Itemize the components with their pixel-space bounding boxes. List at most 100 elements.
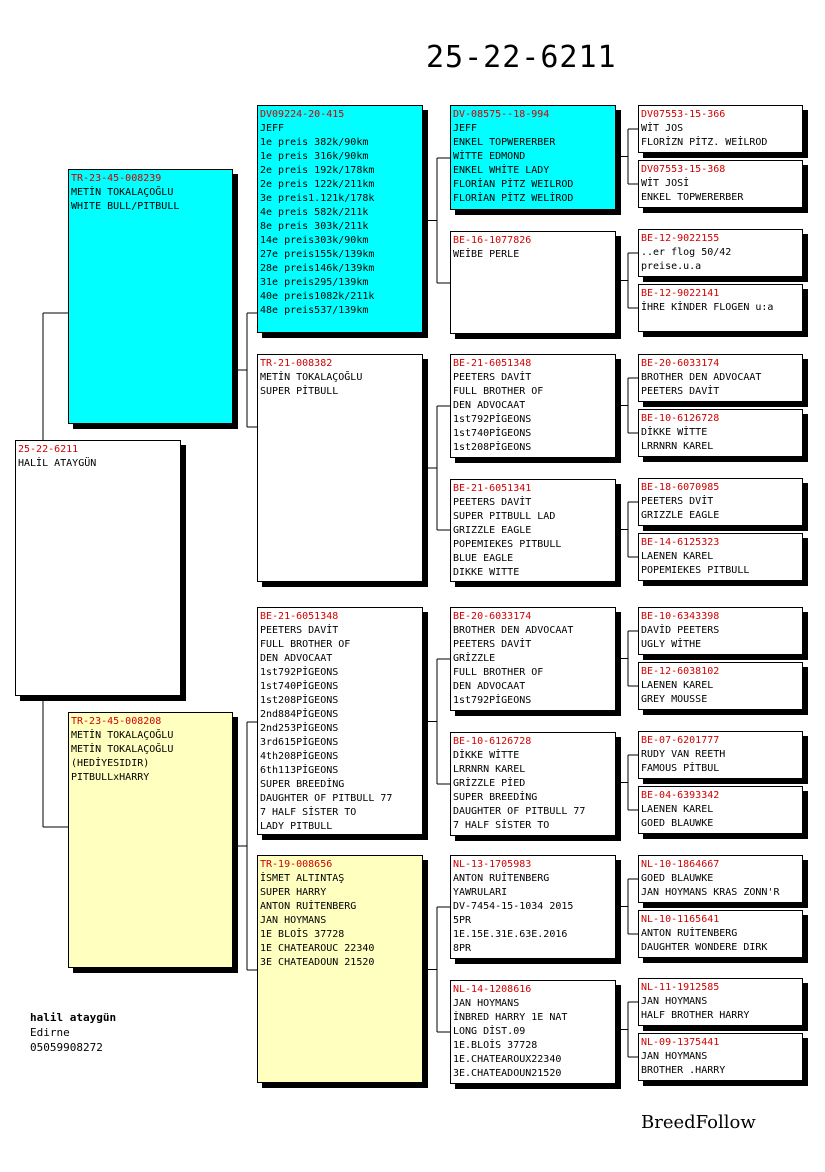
box-text-line: PEETERS DAVİT	[453, 639, 532, 650]
box-text-line: METİN TOKALAÇOĞLU	[71, 730, 174, 741]
ring-number: TR-21-008382	[260, 358, 333, 369]
box-text-line: FAMOUS PİTBUL	[641, 763, 720, 774]
ring-number: NL-14-1208616	[453, 984, 532, 995]
box-text-line: RUDY VAN REETH	[641, 749, 726, 760]
box-text-line: 1E.CHATEAROUX22340	[453, 1054, 562, 1065]
box-text-line: 1st792PİGEONS	[260, 667, 339, 678]
box-text-line: POPEMIEKES PITBULL	[453, 539, 562, 550]
box-text-line: LAENEN KAREL	[641, 804, 714, 815]
box-text-line: LRRNRN KAREL	[641, 441, 714, 452]
box-text-line: DAUGHTER OF PITBULL 77	[260, 793, 393, 804]
box-text-line: WEİBE PERLE	[453, 249, 520, 260]
box-text-line: 1st740PİGEONS	[260, 681, 339, 692]
ring-number: TR-19-008656	[260, 859, 333, 870]
box-text-line: ENKEL TOPWERERBER	[641, 192, 744, 203]
box-text-line: İHRE KİNDER FLOGEN u:a	[641, 302, 774, 313]
box-text-line: PEETERS DAVİT	[453, 372, 532, 383]
box-text-line: 3e preis1.121k/178k	[260, 193, 375, 204]
box-text-line: 8e preis 303k/211k	[260, 221, 369, 232]
box-text-line: FLORİAN PİTZ WELİROD	[453, 193, 574, 204]
ring-number: BE-10-6126728	[453, 736, 532, 747]
box-text-line: JAN HOYMANS	[641, 1051, 708, 1062]
ring-number: BE-12-9022141	[641, 288, 720, 299]
box-text-line: 1st208PİGEONS	[260, 695, 339, 706]
ring-number: BE-21-6051348	[453, 358, 532, 369]
pedigree-title: 25-22-6211	[426, 40, 617, 75]
box-text-line: 1E CHATEAROUC 22340	[260, 943, 375, 954]
box-text-line: 5PR	[453, 915, 472, 926]
ring-number: DV-08575--18-994	[453, 109, 550, 120]
brand-logo: BreedFollow	[641, 1112, 756, 1133]
box-text-line: SUPER BREEDİNG	[453, 792, 538, 803]
box-text-line: JAN HOYMANS	[453, 998, 520, 1009]
box-text-line: SUPER HARRY	[260, 887, 327, 898]
box-text-line: WİTTE EDMOND	[453, 151, 526, 162]
box-text-line: GRİZZLE	[453, 653, 496, 664]
box-text-line: HALİL ATAYGÜN	[18, 458, 97, 469]
box-text-line: FULL BROTHER OF	[453, 667, 544, 678]
box-text-line: PEETERS DVİT	[641, 496, 714, 507]
box-text-line: ANTON RUİTENBERG	[260, 901, 357, 912]
box-text-line: 8PR	[453, 943, 472, 954]
box-text-line: DAVİD PEETERS	[641, 625, 720, 636]
box-text-line: DİKKE WİTTE	[453, 750, 520, 761]
box-text-line: WİT JOS	[641, 123, 684, 134]
owner-city: Edirne	[30, 1026, 70, 1039]
box-text-line: İSMET ALTINTAŞ	[260, 873, 345, 884]
box-text-line: DAUGHTER WONDERE DIRK	[641, 942, 768, 953]
ring-number: BE-20-6033174	[453, 611, 532, 622]
box-text-line: 31e preis295/139km	[260, 277, 369, 288]
box-text-line: JAN HOYMANS KRAS ZONN'R	[641, 887, 780, 898]
ring-number: BE-04-6393342	[641, 790, 720, 801]
box-text-line: 48e preis537/139km	[260, 305, 369, 316]
box-text-line: GRIZZLE EAGLE	[641, 510, 720, 521]
box-text-line: 4e preis 582k/211k	[260, 207, 369, 218]
box-text-line: LAENEN KAREL	[641, 551, 714, 562]
ring-number: NL-11-1912585	[641, 982, 720, 993]
box-text-line: (HEDİYESIDIR)	[71, 758, 150, 769]
box-text-line: LAENEN KAREL	[641, 680, 714, 691]
box-text-line: UGLY WİTHE	[641, 639, 702, 650]
box-text-line: JEFF	[260, 123, 285, 134]
box-text-line: 40e preis1082k/211k	[260, 291, 375, 302]
box-text-line: DV-7454-15-1034 2015	[453, 901, 574, 912]
box-text-line: METİN TOKALAÇOĞLU	[260, 372, 363, 383]
box-text-line: 3E CHATEADOUN 21520	[260, 957, 375, 968]
ring-number: DV07553-15-368	[641, 164, 726, 175]
box-text-line: JAN HOYMANS	[641, 996, 708, 1007]
box-text-line: ..er flog 50/42	[641, 247, 732, 258]
ring-number: BE-20-6033174	[641, 358, 720, 369]
box-text-line: METİN TOKALAÇOĞLU	[71, 744, 174, 755]
owner-name: halil ataygün	[30, 1011, 117, 1024]
box-text-line: GRIZZLE EAGLE	[453, 525, 532, 536]
box-text-line: BROTHER DEN ADVOCAAT	[641, 372, 762, 383]
box-text-line: 1E.15E.31E.63E.2016	[453, 929, 568, 940]
box-text-line: 3rd615PİGEONS	[260, 737, 339, 748]
box-text-line: FLORİAN PİTZ WEILROD	[453, 179, 574, 190]
box-text-line: 1st208PİGEONS	[453, 442, 532, 453]
ring-number: DV09224-20-415	[260, 109, 345, 120]
box-text-line: 1e preis 382k/90km	[260, 137, 369, 148]
box-text-line: PITBULLxHARRY	[71, 772, 150, 783]
box-text-line: ENKEL TOPWERERBER	[453, 137, 556, 148]
